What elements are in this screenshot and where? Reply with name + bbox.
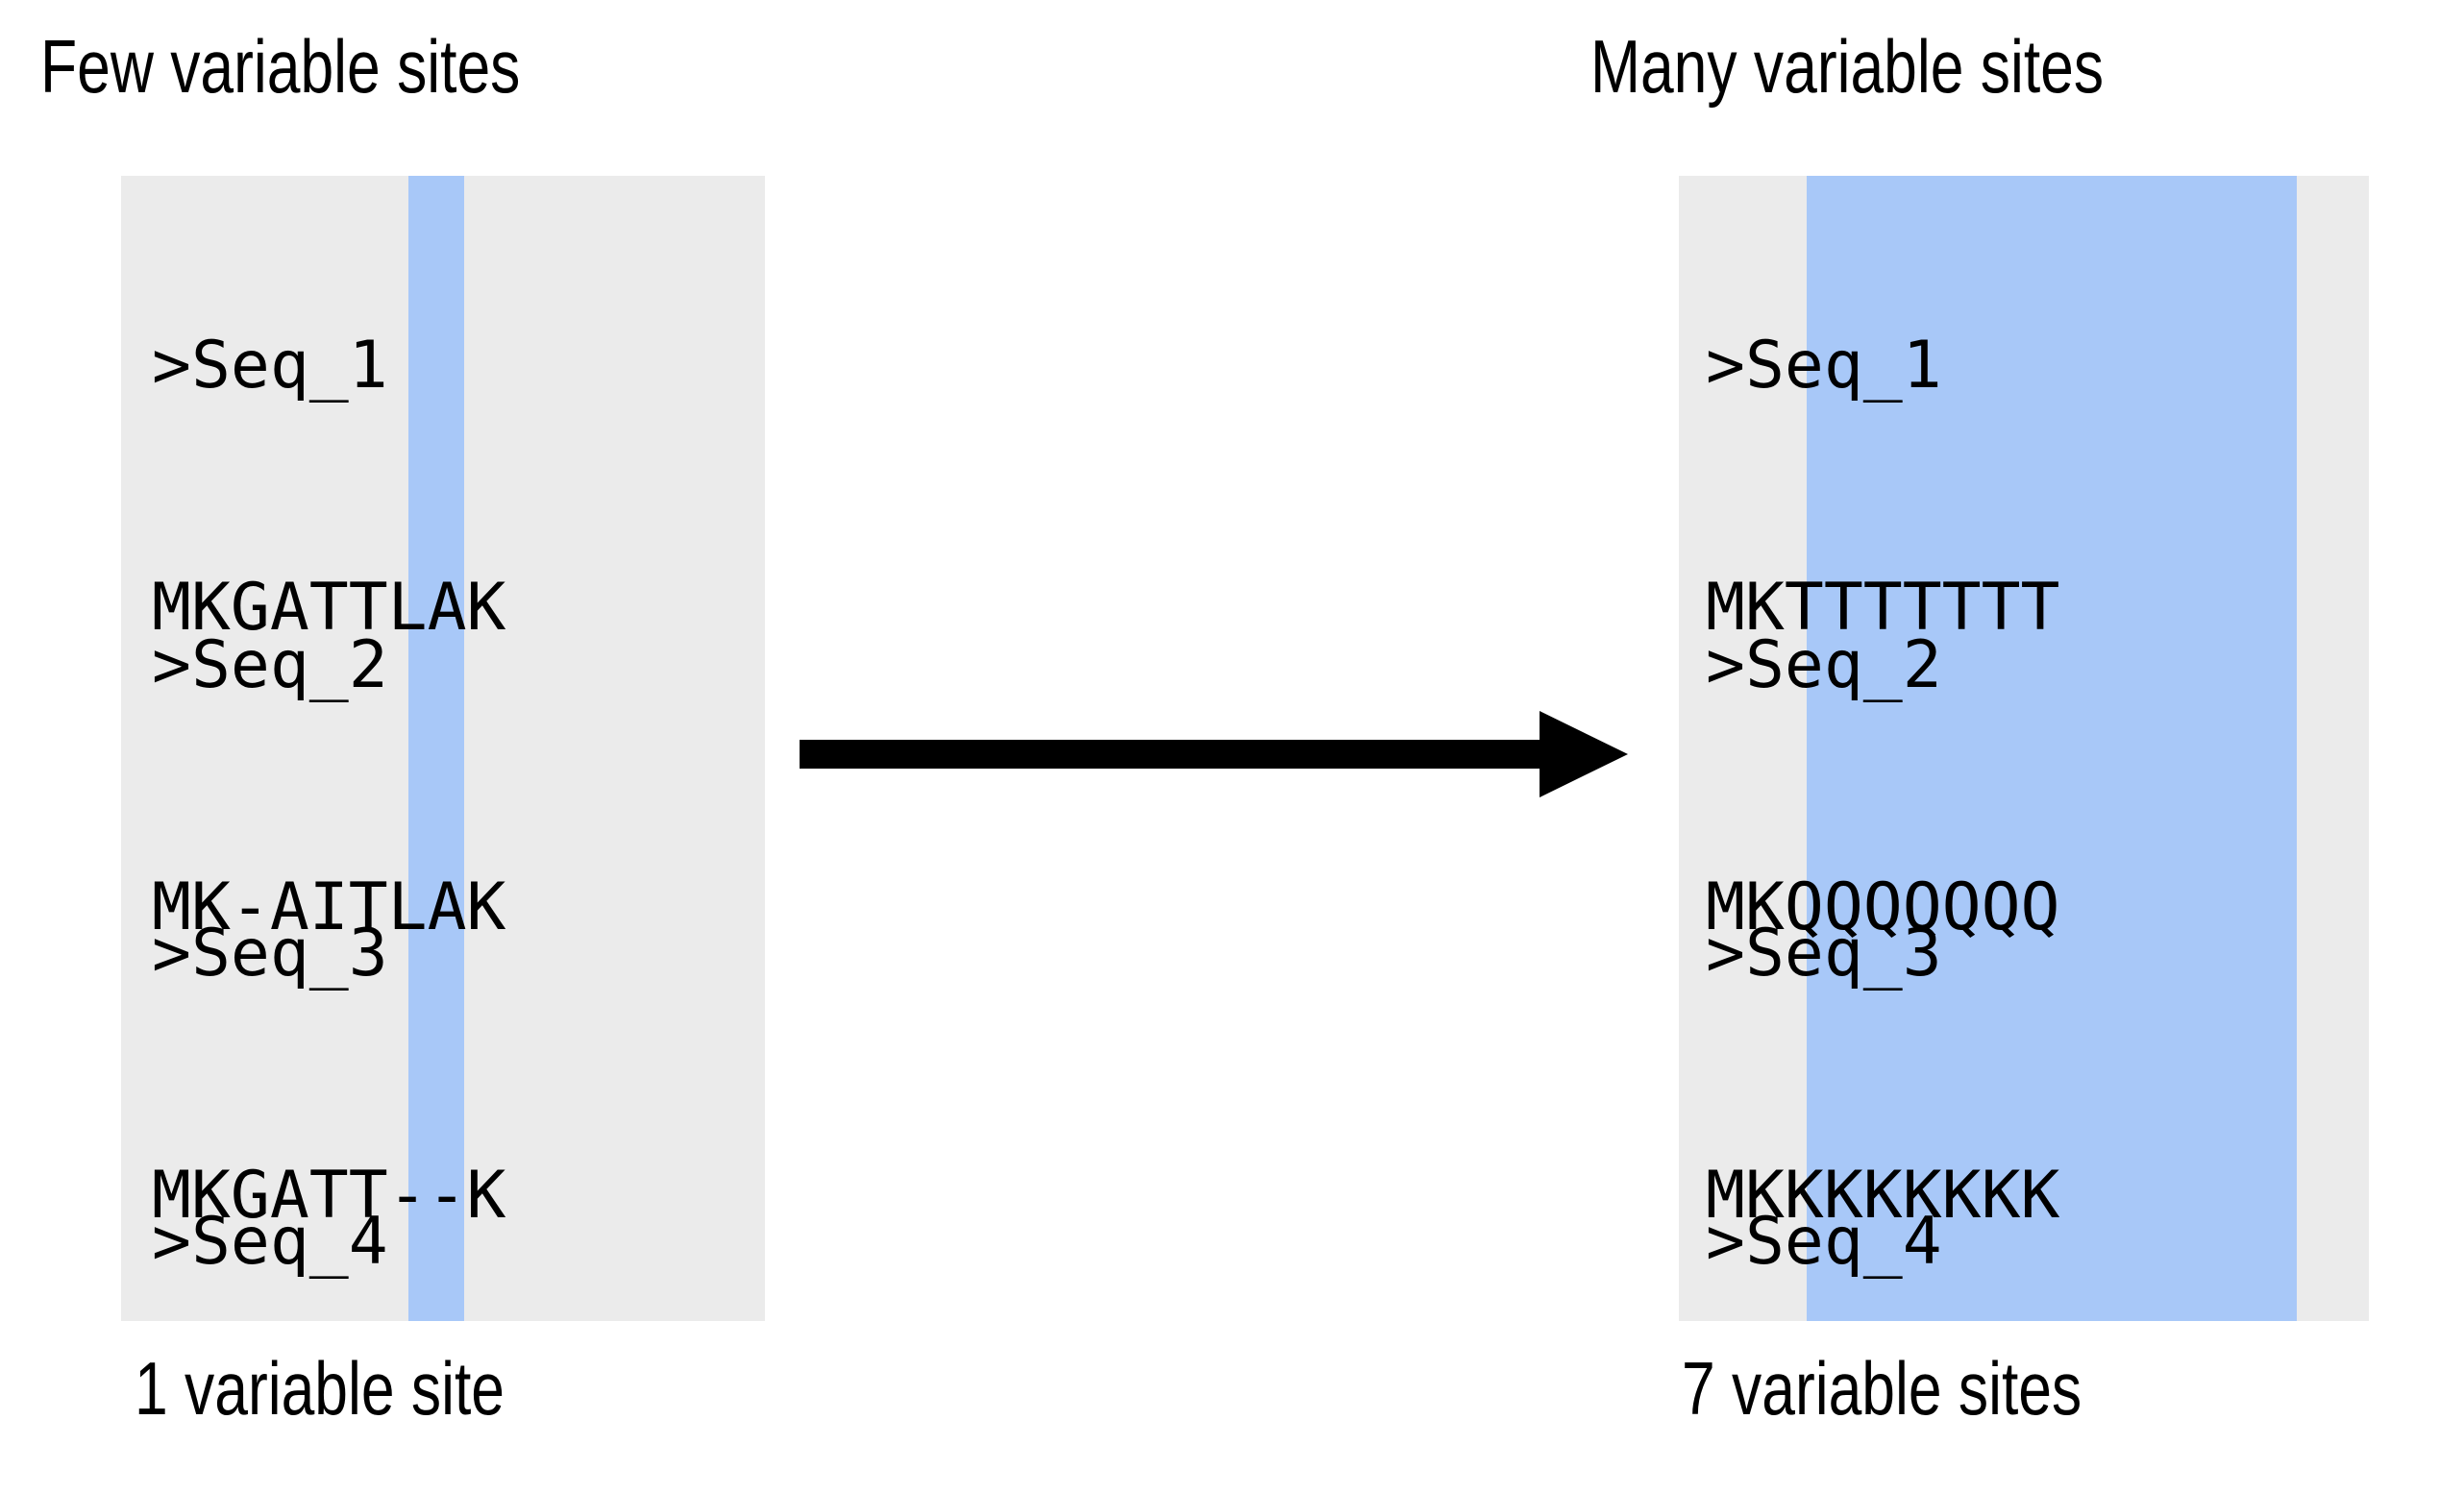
sequence-name: >Seq_4 — [1706, 1204, 1942, 1280]
sequence-residues: MKTTTTTTT — [1706, 570, 2060, 646]
sequence-name: >Seq_1 — [152, 328, 388, 404]
left-panel-title: Few variable sites — [40, 24, 521, 109]
sequence-residues: MKKKKKKKK — [1706, 1158, 2060, 1234]
sequence-record: >Seq_3 MKKKKKKKK — [1679, 752, 2059, 1321]
right-variable-site-highlight — [1807, 176, 2297, 1321]
right-alignment-block: >Seq_1 MKTTTTTTT >Seq_2 MKQQQQQQQ >Seq_3… — [1679, 176, 2369, 1321]
sequence-name: >Seq_2 — [1706, 627, 1942, 703]
left-alignment-block: >Seq_1 MKGATTLAK >Seq_2 MK-AITLAK >Seq_3… — [121, 176, 765, 1321]
sequence-record: >Seq_4 MKLLLLLLL — [1679, 1040, 2059, 1321]
sequence-record: >Seq_2 MKQQQQQQQ — [1679, 464, 2059, 1110]
left-sequence-layer: >Seq_1 MKGATTLAK >Seq_2 MK-AITLAK >Seq_3… — [121, 176, 765, 1321]
sequence-name: >Seq_1 — [1706, 328, 1942, 404]
sequence-residues: MKGATT--K — [152, 1158, 506, 1234]
right-panel-caption: 7 variable sites — [1682, 1346, 2082, 1431]
sequence-residues: MKQQQQQQQ — [1706, 869, 2060, 945]
sequence-record: >Seq_1 MKGATTLAK — [121, 176, 505, 810]
sequence-record: >Seq_2 MK-AITLAK — [121, 464, 505, 1110]
right-panel-title: Many variable sites — [1590, 24, 2105, 109]
sequence-record: >Seq_3 MKGATT--K — [121, 752, 505, 1321]
left-variable-site-highlight — [408, 176, 464, 1321]
sequence-residues: MK-AITLAK — [152, 869, 506, 945]
sequence-record: >Seq_1 MKTTTTTTT — [1679, 176, 2059, 810]
sequence-record: >Seq_4 MK-AITLA- — [121, 1040, 505, 1321]
right-sequence-layer: >Seq_1 MKTTTTTTT >Seq_2 MKQQQQQQQ >Seq_3… — [1679, 176, 2369, 1321]
sequence-name: >Seq_3 — [152, 916, 388, 991]
left-panel-caption: 1 variable site — [135, 1346, 505, 1431]
sequence-name: >Seq_4 — [152, 1204, 388, 1280]
sequence-name: >Seq_2 — [152, 627, 388, 703]
sequence-name: >Seq_3 — [1706, 916, 1942, 991]
sequence-residues: MKGATTLAK — [152, 570, 506, 646]
transform-arrow-icon — [800, 711, 1628, 797]
